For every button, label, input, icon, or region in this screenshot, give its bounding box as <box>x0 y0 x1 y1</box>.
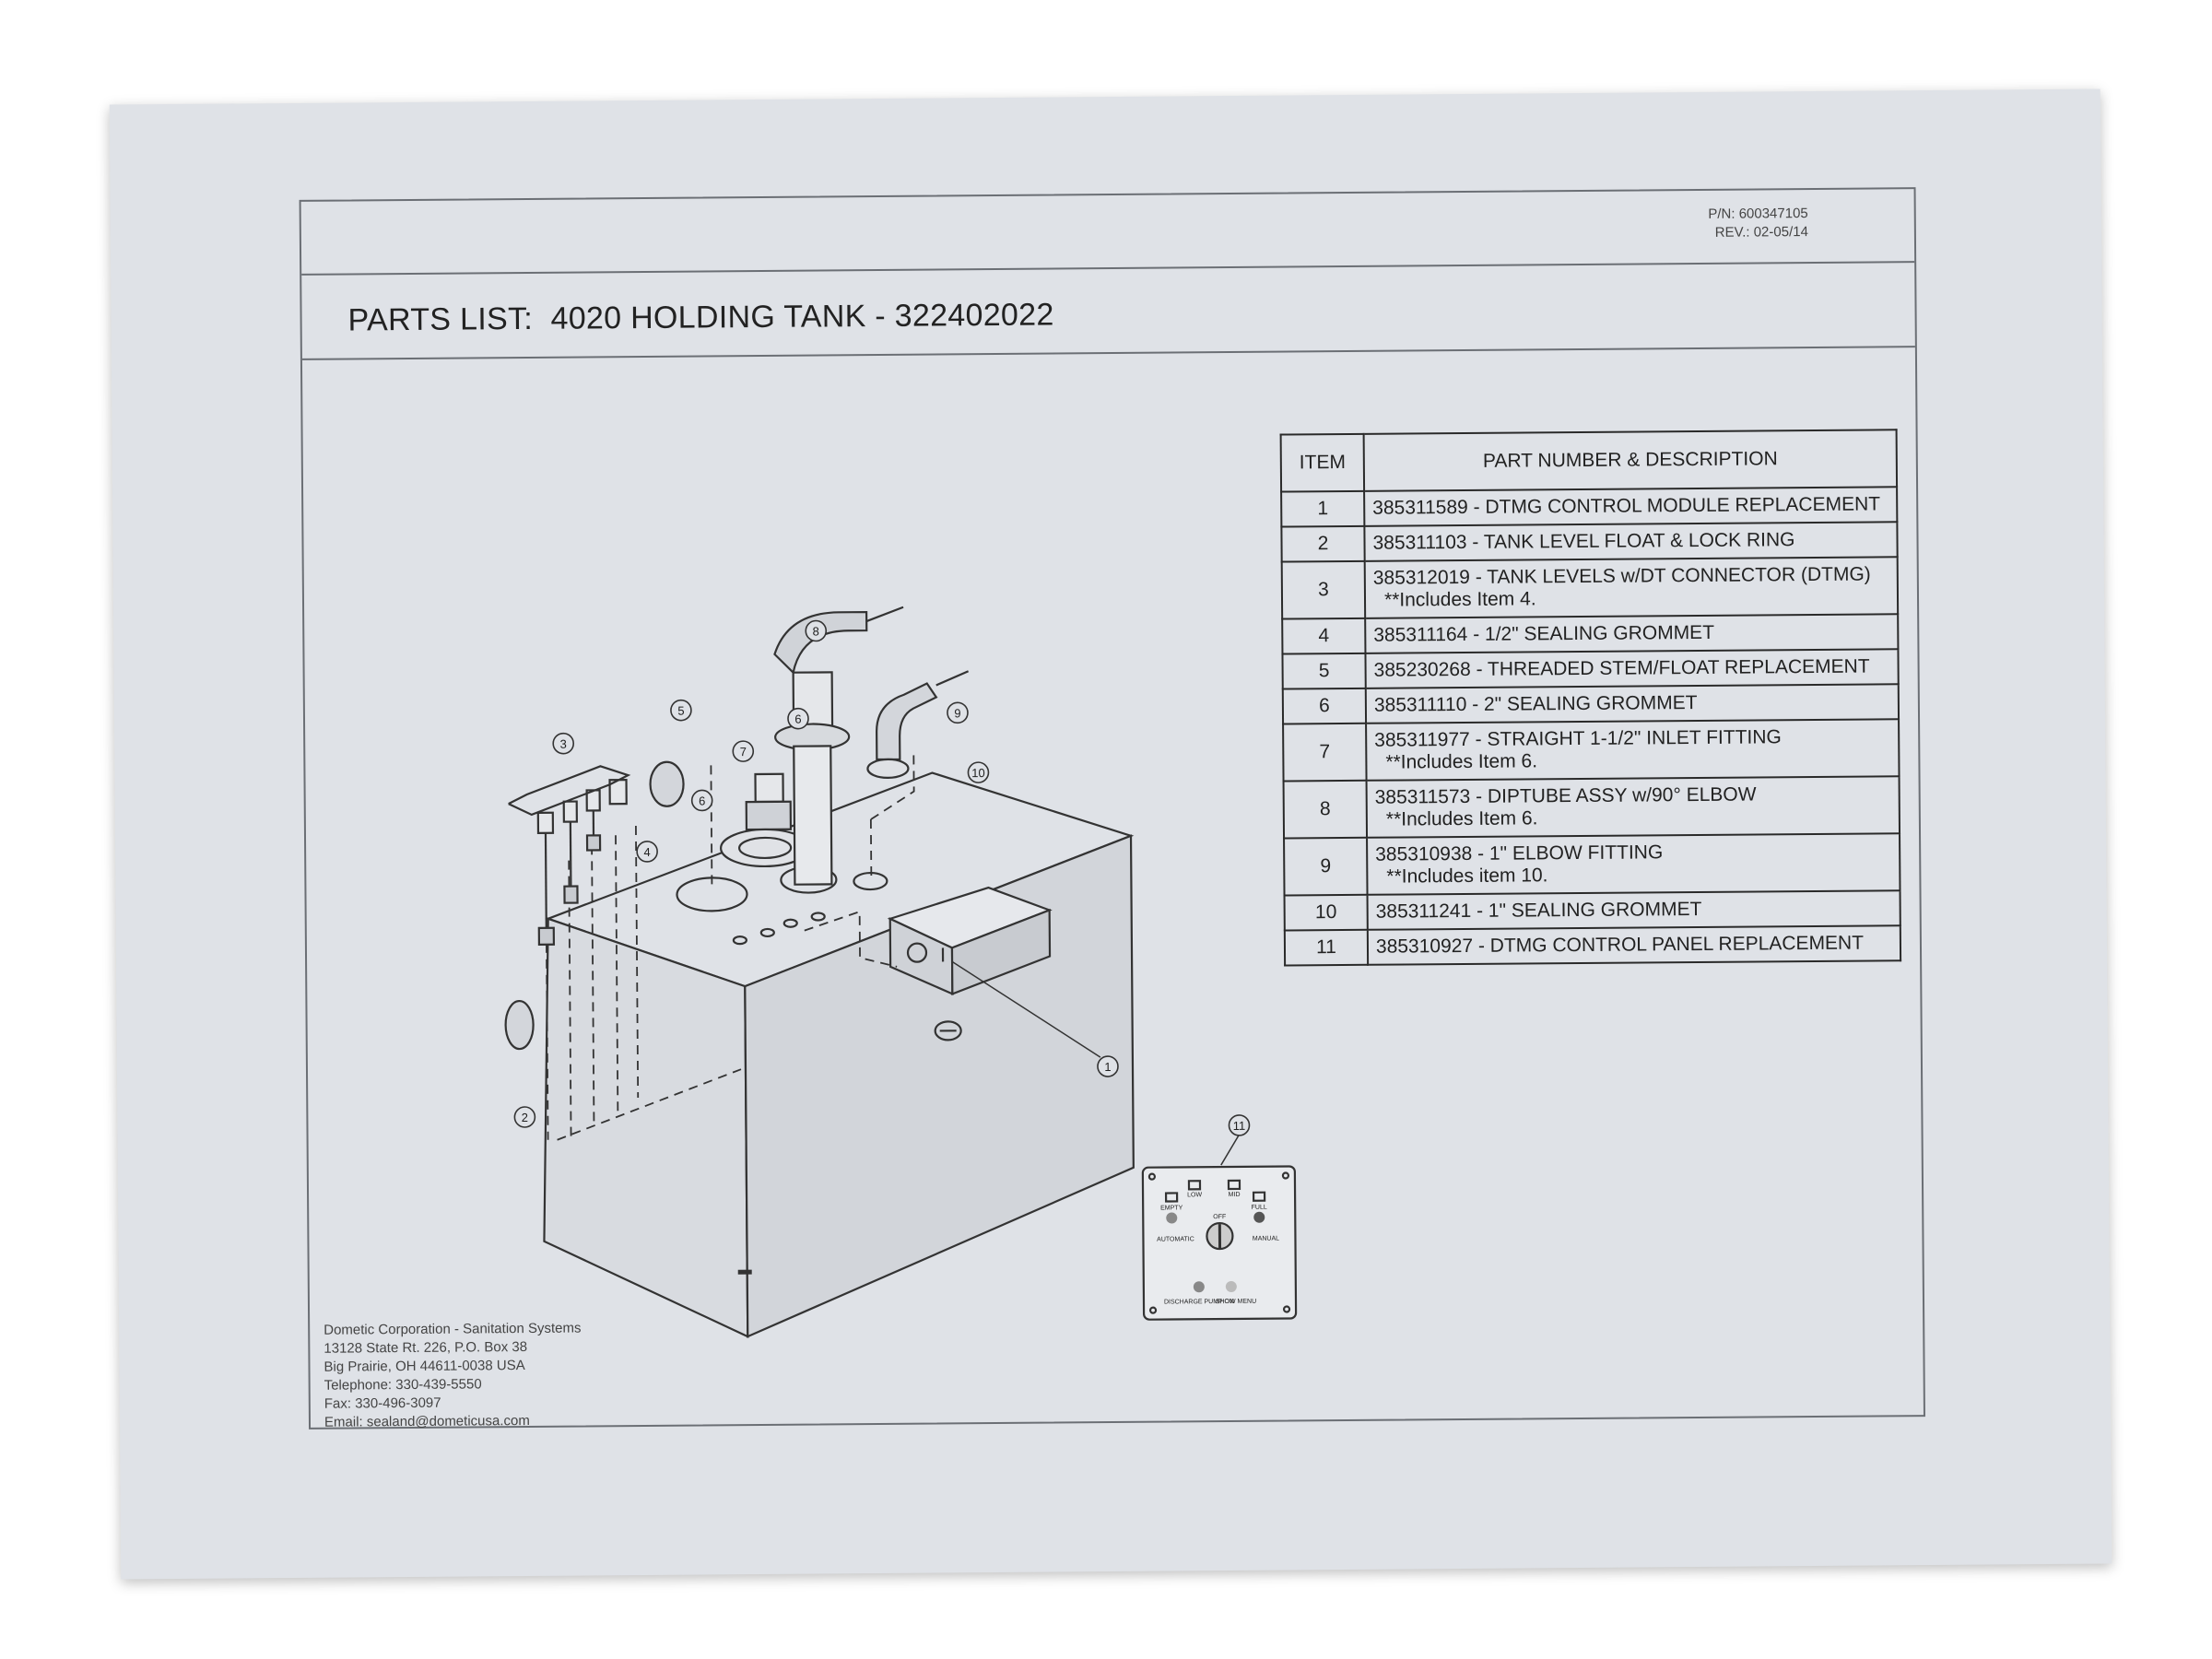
float-5-detail <box>649 760 685 807</box>
float-2-detail <box>504 999 535 1051</box>
part-description: 385311110 - 2" SEALING GROMMET <box>1373 691 1698 716</box>
address-line-fax: Fax: 330-496-3097 <box>324 1394 441 1412</box>
callout-4: 4 <box>643 845 650 859</box>
description-cell: 385312019 - TANK LEVELS w/DT CONNECTOR (… <box>1364 557 1899 618</box>
callout-6b: 6 <box>699 794 705 807</box>
panel-label-full: FULL <box>1252 1205 1267 1211</box>
callout-6a: 6 <box>794 712 801 726</box>
part-number-label: P/N: 600347105 <box>1708 206 1808 222</box>
diptube-assembly <box>773 606 904 886</box>
panel-label-automatic: AUTOMATIC <box>1157 1236 1194 1242</box>
column-header-description: PART NUMBER & DESCRIPTION <box>1363 429 1898 491</box>
panel-label-show-menu: SHOW MENU <box>1216 1299 1256 1305</box>
drawing-frame: P/N: 600347105 REV.: 02-05/14 PARTS LIST… <box>299 187 1925 1432</box>
control-panel <box>1141 1134 1298 1321</box>
description-cell: 385311241 - 1" SEALING GROMMET <box>1367 890 1900 930</box>
column-header-item: ITEM <box>1280 433 1365 492</box>
description-cell: 385310927 - DTMG CONTROL PANEL REPLACEME… <box>1367 925 1901 965</box>
description-cell: 385310938 - 1" ELBOW FITTING**Includes i… <box>1367 833 1900 895</box>
description-cell: 385311103 - TANK LEVEL FLOAT & LOCK RING <box>1364 522 1898 561</box>
exploded-diagram: 8 6 9 7 10 6 3 5 4 2 1 11 LOW MID EMPTY … <box>504 606 1298 1338</box>
item-number-cell: 2 <box>1281 525 1365 562</box>
table-row: 10 385311241 - 1" SEALING GROMMET <box>1284 890 1900 931</box>
control-module <box>887 886 1053 996</box>
part-description: 385311164 - 1/2" SEALING GROMMET <box>1373 621 1715 646</box>
item-number-cell: 11 <box>1284 929 1369 966</box>
description-cell: 385311164 - 1/2" SEALING GROMMET <box>1365 614 1899 653</box>
description-cell: 385311573 - DIPTUBE ASSY w/90° ELBOW**In… <box>1366 776 1900 838</box>
part-note: **Includes Item 4. <box>1383 588 1536 611</box>
item-number-cell: 10 <box>1284 894 1368 931</box>
part-note: **Includes Item 6. <box>1385 807 1538 830</box>
callout-7: 7 <box>740 745 747 759</box>
part-description: 385310938 - 1" ELBOW FITTING <box>1375 841 1664 865</box>
inlet-fitting <box>720 772 811 868</box>
part-note: **Includes Item 6. <box>1385 750 1538 773</box>
page-title: PARTS LIST: 4020 HOLDING TANK - 32240202… <box>347 297 1054 338</box>
table-row: 7 385311977 - STRAIGHT 1-1/2" INLET FITTI… <box>1283 719 1900 782</box>
item-number-cell: 3 <box>1281 560 1366 619</box>
revision-label: REV.: 02-05/14 <box>1714 224 1808 241</box>
part-note: **Includes item 10. <box>1386 865 1548 888</box>
description-cell: 385311110 - 2" SEALING GROMMET <box>1365 684 1900 724</box>
item-number-cell: 6 <box>1282 688 1367 724</box>
holding-tank <box>543 771 1135 1338</box>
address-line-telephone: Telephone: 330-439-5550 <box>324 1376 482 1394</box>
item-number-cell: 9 <box>1284 837 1368 896</box>
callout-11: 11 <box>1233 1119 1246 1133</box>
address-line-street: 13128 State Rt. 226, P.O. Box 38 <box>324 1338 528 1357</box>
item-number-cell: 5 <box>1282 653 1366 689</box>
part-description: 385230268 - THREADED STEM/FLOAT REPLACEM… <box>1373 655 1870 681</box>
item-number-cell: 1 <box>1281 490 1365 527</box>
item-number-cell: 8 <box>1283 780 1368 839</box>
callout-3: 3 <box>560 737 567 751</box>
address-line-company: Dometic Corporation - Sanitation Systems <box>324 1320 582 1338</box>
description-cell: 385311589 - DTMG CONTROL MODULE REPLACEM… <box>1364 487 1898 526</box>
company-address: Dometic Corporation - Sanitation Systems… <box>324 1320 582 1432</box>
item-number-cell: 7 <box>1283 723 1367 782</box>
parts-table: ITEM PART NUMBER & DESCRIPTION 1 38531158… <box>1280 429 1902 966</box>
panel-label-manual: MANUAL <box>1253 1236 1279 1242</box>
part-description: 385312019 - TANK LEVELS w/DT CONNECTOR (… <box>1372 563 1871 589</box>
part-description: 385310927 - DTMG CONTROL PANEL REPLACEME… <box>1375 932 1865 958</box>
panel-label-empty: EMPTY <box>1160 1205 1182 1211</box>
panel-label-mid: MID <box>1229 1192 1241 1198</box>
table-row: 4 385311164 - 1/2" SEALING GROMMET <box>1282 614 1899 654</box>
table-header-row: ITEM PART NUMBER & DESCRIPTION <box>1280 429 1898 492</box>
description-cell: 385230268 - THREADED STEM/FLOAT REPLACEM… <box>1365 649 1899 688</box>
parts-table-body: 1 385311589 - DTMG CONTROL MODULE REPLACE… <box>1281 487 1901 966</box>
part-description: 385311589 - DTMG CONTROL MODULE REPLACEM… <box>1372 493 1881 519</box>
part-description: 385311103 - TANK LEVEL FLOAT & LOCK RING <box>1372 529 1795 554</box>
panel-label-low: LOW <box>1187 1192 1202 1198</box>
elbow-fitting <box>866 670 970 779</box>
revision-block: P/N: 600347105 REV.: 02-05/14 <box>1708 205 1808 242</box>
callout-8: 8 <box>813 624 819 638</box>
part-description: 385311977 - STRAIGHT 1-1/2" INLET FITTIN… <box>1374 726 1782 751</box>
table-row: 2 385311103 - TANK LEVEL FLOAT & LOCK RIN… <box>1281 522 1898 562</box>
callout-2: 2 <box>522 1111 528 1124</box>
callout-9: 9 <box>954 706 960 720</box>
panel-label-discharge: DISCHARGE PUMP ON <box>1164 1299 1234 1306</box>
item-number-cell: 4 <box>1282 618 1366 654</box>
panel-label-off: OFF <box>1213 1214 1226 1220</box>
table-row: 5 385230268 - THREADED STEM/FLOAT REPLACE… <box>1282 649 1899 689</box>
table-row: 1 385311589 - DTMG CONTROL MODULE REPLACE… <box>1281 487 1898 527</box>
callout-1: 1 <box>1104 1060 1111 1074</box>
address-line-email: Email: sealand@dometicusa.com <box>324 1412 530 1430</box>
parts-list-sheet: P/N: 600347105 REV.: 02-05/14 PARTS LIST… <box>109 88 2112 1580</box>
part-description: 385311241 - 1" SEALING GROMMET <box>1375 898 1702 923</box>
address-line-city: Big Prairie, OH 44611-0038 USA <box>324 1358 525 1375</box>
header-divider <box>301 261 1915 276</box>
callout-5: 5 <box>677 704 684 718</box>
description-cell: 385311977 - STRAIGHT 1-1/2" INLET FITTIN… <box>1366 719 1900 781</box>
tank-level-probes <box>508 765 631 946</box>
part-description: 385311573 - DIPTUBE ASSY w/90° ELBOW <box>1374 783 1757 808</box>
callout-10: 10 <box>971 766 985 780</box>
